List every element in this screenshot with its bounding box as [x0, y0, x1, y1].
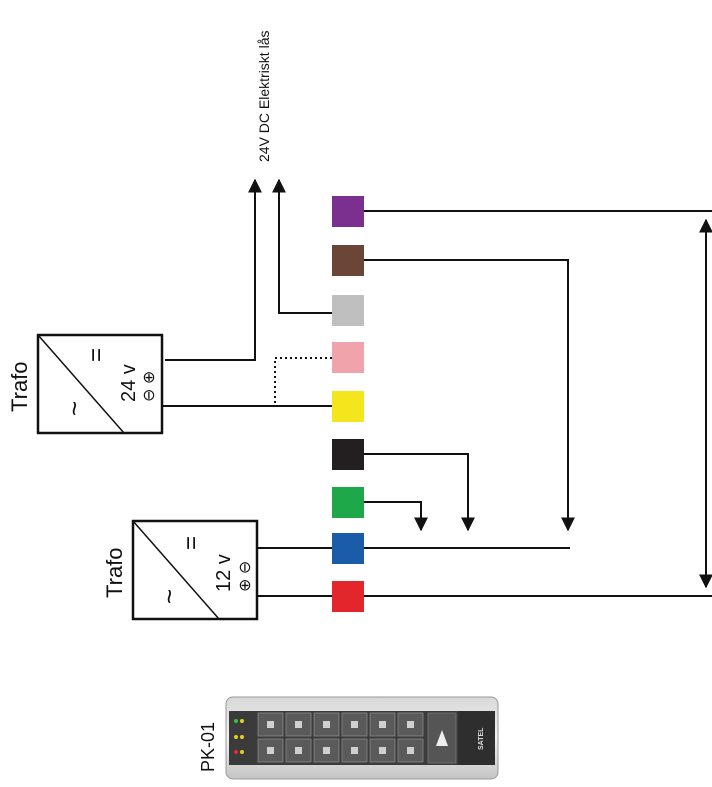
wires: [162, 210, 712, 597]
dc-symbol: =: [178, 536, 205, 550]
transformer-label: Trafo: [7, 361, 32, 412]
key-glyph: [323, 721, 330, 728]
terminal-blue: [332, 533, 364, 564]
brand-logo: SATEL: [478, 727, 485, 750]
terminal-purple: [332, 196, 364, 227]
terminal-red: [332, 581, 364, 612]
keypad-keys: [257, 712, 424, 763]
key-glyph: [351, 747, 358, 754]
terminal-black: [332, 439, 364, 470]
voltage-label: 12 v: [213, 554, 235, 592]
key-glyph: [379, 721, 386, 728]
transformer-12v: ~ = 12 v ⊕ ⊖: [131, 519, 259, 621]
keypad-pk01: SATEL: [225, 696, 499, 780]
wire-terminals: [332, 196, 364, 612]
key-glyph: [295, 721, 302, 728]
dc-symbol: =: [83, 348, 110, 362]
lock-arrows: [165, 178, 332, 361]
key-glyph: [351, 721, 358, 728]
key-glyph: [295, 747, 302, 754]
polarity-symbols: ⊖ ⊕: [141, 371, 158, 402]
key-glyph: [323, 747, 330, 754]
terminal-green: [332, 487, 364, 518]
terminal-yellow: [332, 391, 364, 422]
transformer-24v: ~ = 24 v ⊖ ⊕: [36, 333, 164, 435]
ac-symbol: ~: [59, 401, 89, 416]
key-glyph: [407, 747, 414, 754]
lock-label: 24V DC Elektriskt lås: [256, 31, 272, 162]
key-glyph: [267, 721, 274, 728]
key-glyph: [267, 747, 274, 754]
keypad-label: PK-01: [198, 722, 218, 772]
bell-icon: [436, 730, 448, 746]
terminal-pink: [332, 342, 364, 373]
ac-symbol: ~: [154, 589, 184, 604]
terminal-brown: [332, 245, 364, 276]
voltage-label: 24 v: [118, 364, 140, 402]
key-glyph: [379, 747, 386, 754]
terminal-grey: [332, 295, 364, 326]
key-glyph: [407, 721, 414, 728]
polarity-symbols: ⊕ ⊖: [237, 561, 254, 592]
transformer-label: Trafo: [102, 547, 127, 598]
